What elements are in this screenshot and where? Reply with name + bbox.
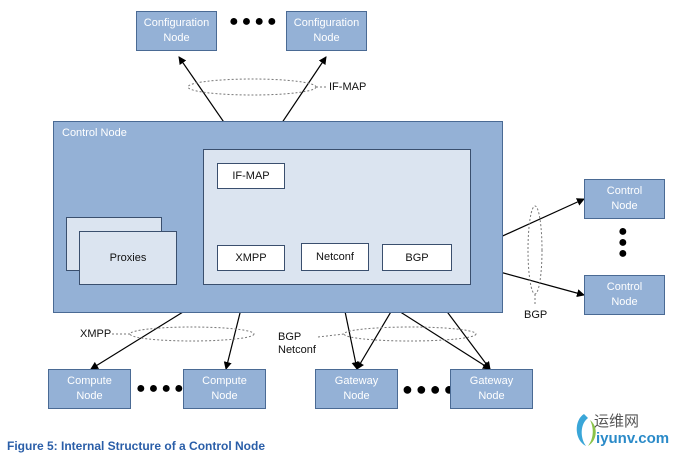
peer-control-node-2: Control Node	[584, 275, 665, 315]
bgp-netconf-protocol-label: BGP Netconf	[278, 331, 316, 356]
ifmap-ellipse	[187, 78, 317, 96]
watermark-logo: 运维网 iyunv.com	[572, 408, 672, 454]
ifmap-protocol-label: IF-MAP	[329, 81, 367, 93]
gateway-node-2: Gateway Node	[450, 369, 533, 409]
bgp-netconf-ellipse	[343, 326, 477, 342]
peer-control-node-1: Control Node	[584, 179, 665, 219]
bgp-netconf-leader	[317, 333, 345, 338]
bgp-protocol-label: BGP	[524, 309, 548, 321]
gateway-ellipsis-dots: ●●●●	[402, 379, 458, 399]
proxies-box: Proxies	[79, 231, 177, 285]
configuration-node-1: Configuration Node	[136, 11, 217, 51]
watermark-name: 运维网	[594, 412, 640, 430]
compute-node-2: Compute Node	[183, 369, 266, 409]
watermark-site: iyunv.com	[596, 430, 670, 447]
bgp-module: BGP	[382, 244, 452, 271]
control-node-title: Control Node	[62, 127, 127, 139]
netconf-module: Netconf	[301, 243, 369, 271]
configuration-node-2: Configuration Node	[286, 11, 367, 51]
compute-node-1: Compute Node	[48, 369, 131, 409]
watermark-swirl-icon	[576, 414, 596, 446]
gateway-node-1: Gateway Node	[315, 369, 398, 409]
figure-caption: Figure 5: Internal Structure of a Contro…	[7, 439, 266, 453]
xmpp-ellipse	[129, 326, 255, 342]
config-ellipsis-dots: ●●●●	[229, 13, 280, 30]
xmpp-protocol-label: XMPP	[80, 328, 112, 340]
compute-ellipsis-dots: ●●●●	[136, 380, 187, 397]
peer-ellipsis-dots: ● ● ●	[618, 223, 628, 262]
ifmap-module: IF-MAP	[217, 163, 285, 189]
xmpp-module: XMPP	[217, 245, 285, 271]
